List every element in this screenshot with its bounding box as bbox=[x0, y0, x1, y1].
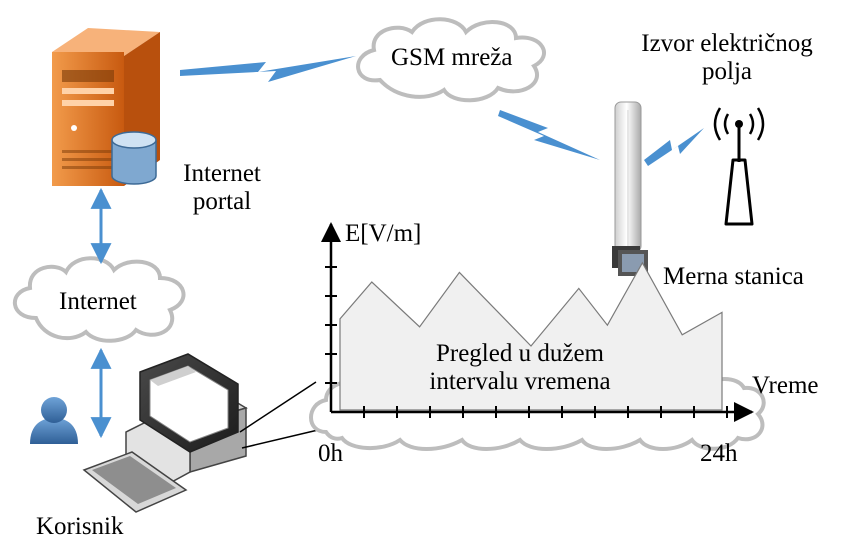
measuring-station-icon bbox=[612, 101, 648, 276]
y-axis-label: E[V/m] bbox=[345, 220, 422, 247]
server-label-line1: Internet bbox=[183, 160, 261, 187]
x-start-label: 0h bbox=[318, 440, 343, 467]
computer-icon bbox=[82, 353, 248, 513]
lightning-link-icon bbox=[644, 128, 704, 166]
field-area bbox=[339, 261, 723, 411]
station-label: Merna stanica bbox=[663, 263, 804, 290]
zoom-line bbox=[241, 429, 319, 449]
antenna-icon bbox=[713, 107, 765, 226]
server-label: Internet portal bbox=[172, 160, 272, 216]
source-label-line1: Izvor električnog bbox=[641, 30, 813, 57]
zoom-line bbox=[239, 381, 317, 433]
source-label-line2: polja bbox=[702, 58, 752, 85]
lightning-link-icon bbox=[498, 110, 600, 160]
cloud-icon bbox=[356, 17, 546, 103]
internet-cloud-label: Internet bbox=[59, 288, 137, 315]
lightning-link-icon bbox=[180, 56, 356, 82]
x-end-label: 24h bbox=[700, 440, 738, 467]
x-ticks bbox=[363, 406, 728, 418]
annotation-line1: Pregled u dužem bbox=[435, 340, 604, 367]
cloud-icon bbox=[12, 256, 186, 343]
gsm-cloud-label: GSM mreža bbox=[391, 44, 513, 71]
annotation-line2: intervalu vremena bbox=[429, 368, 611, 395]
user-label: Korisnik bbox=[36, 513, 124, 540]
y-ticks bbox=[325, 237, 337, 384]
x-axis-label: Vreme bbox=[752, 372, 819, 399]
database-icon bbox=[111, 131, 157, 185]
time-series-chart bbox=[321, 222, 754, 422]
server-label-line2: portal bbox=[192, 188, 252, 215]
user-icon bbox=[30, 397, 78, 444]
source-label: Izvor električnog polja bbox=[612, 30, 842, 86]
chart-annotation: Pregled u dužem intervalu vremena bbox=[400, 340, 640, 396]
